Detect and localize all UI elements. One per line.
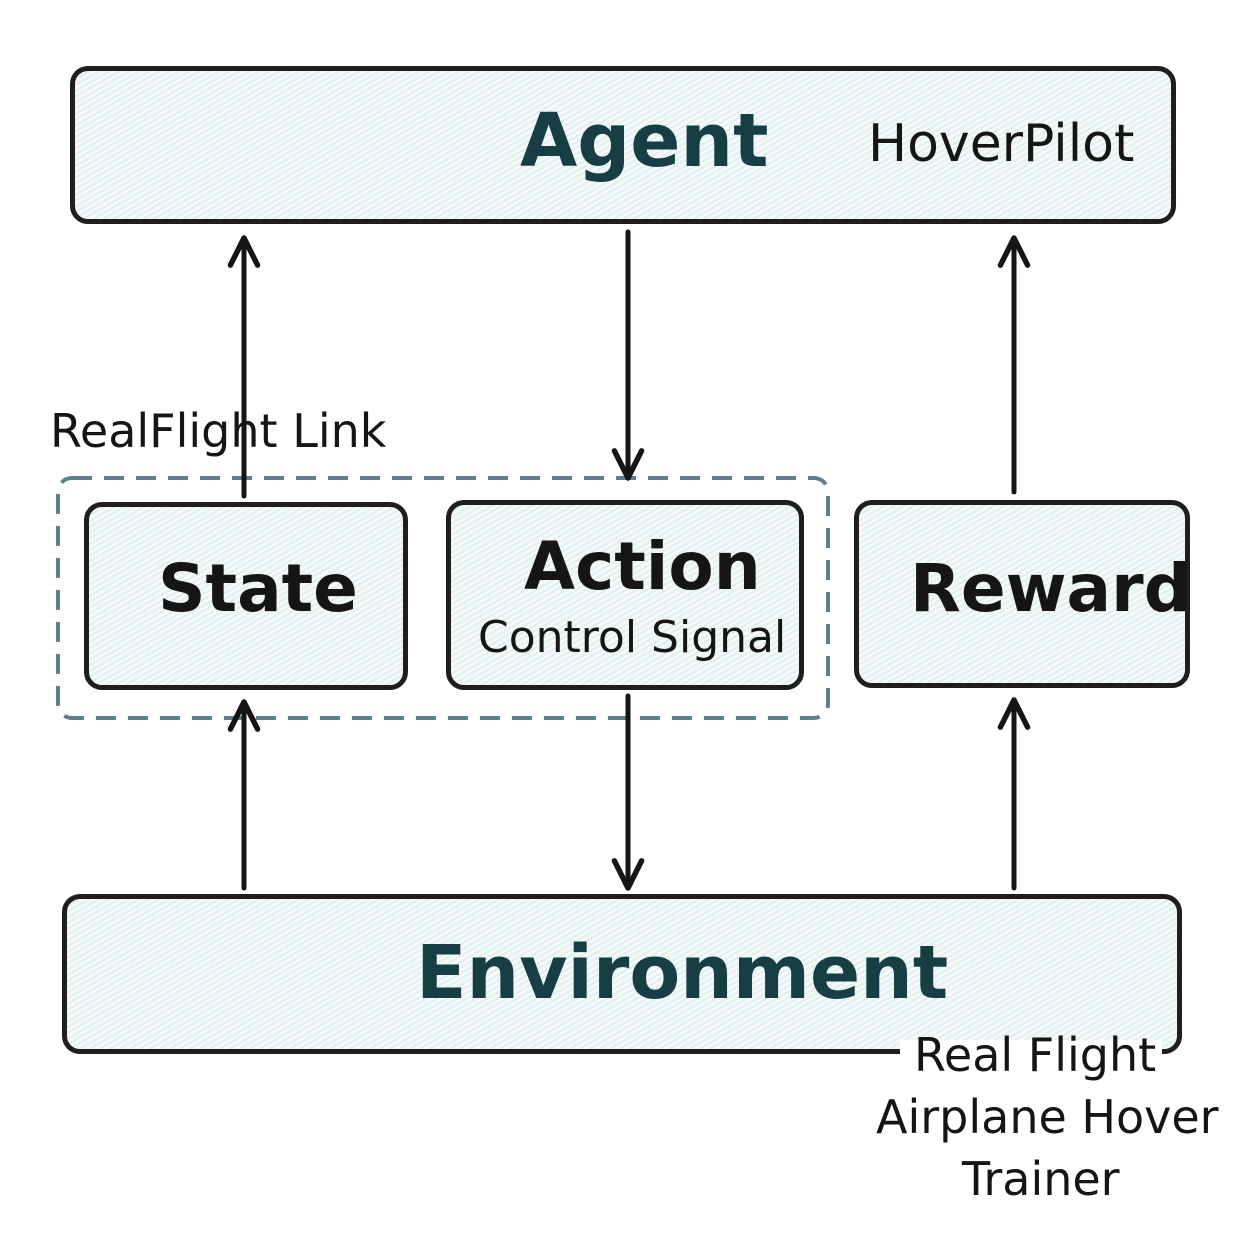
state-title: State [158,550,358,627]
action-subtitle: Control Signal [478,612,787,663]
environment-caption-line-3: Trainer [962,1152,1120,1206]
environment-box[interactable] [62,894,1182,1054]
environment-caption-line-1: Real Flight [914,1028,1157,1082]
action-box[interactable] [446,500,804,690]
caption-gap [900,1040,1162,1070]
agent-title: Agent [520,98,769,184]
reward-box[interactable] [854,500,1190,688]
reward-title: Reward [910,550,1191,627]
realflight-link-label: RealFlight Link [50,404,387,458]
state-box[interactable] [84,502,408,690]
environment-title: Environment [416,930,949,1016]
environment-caption-line-2: Airplane Hover [876,1090,1219,1144]
agent-name-label: HoverPilot [868,114,1135,174]
agent-box[interactable] [70,66,1176,224]
realflight-link-group [56,476,830,720]
action-title: Action [524,528,761,605]
